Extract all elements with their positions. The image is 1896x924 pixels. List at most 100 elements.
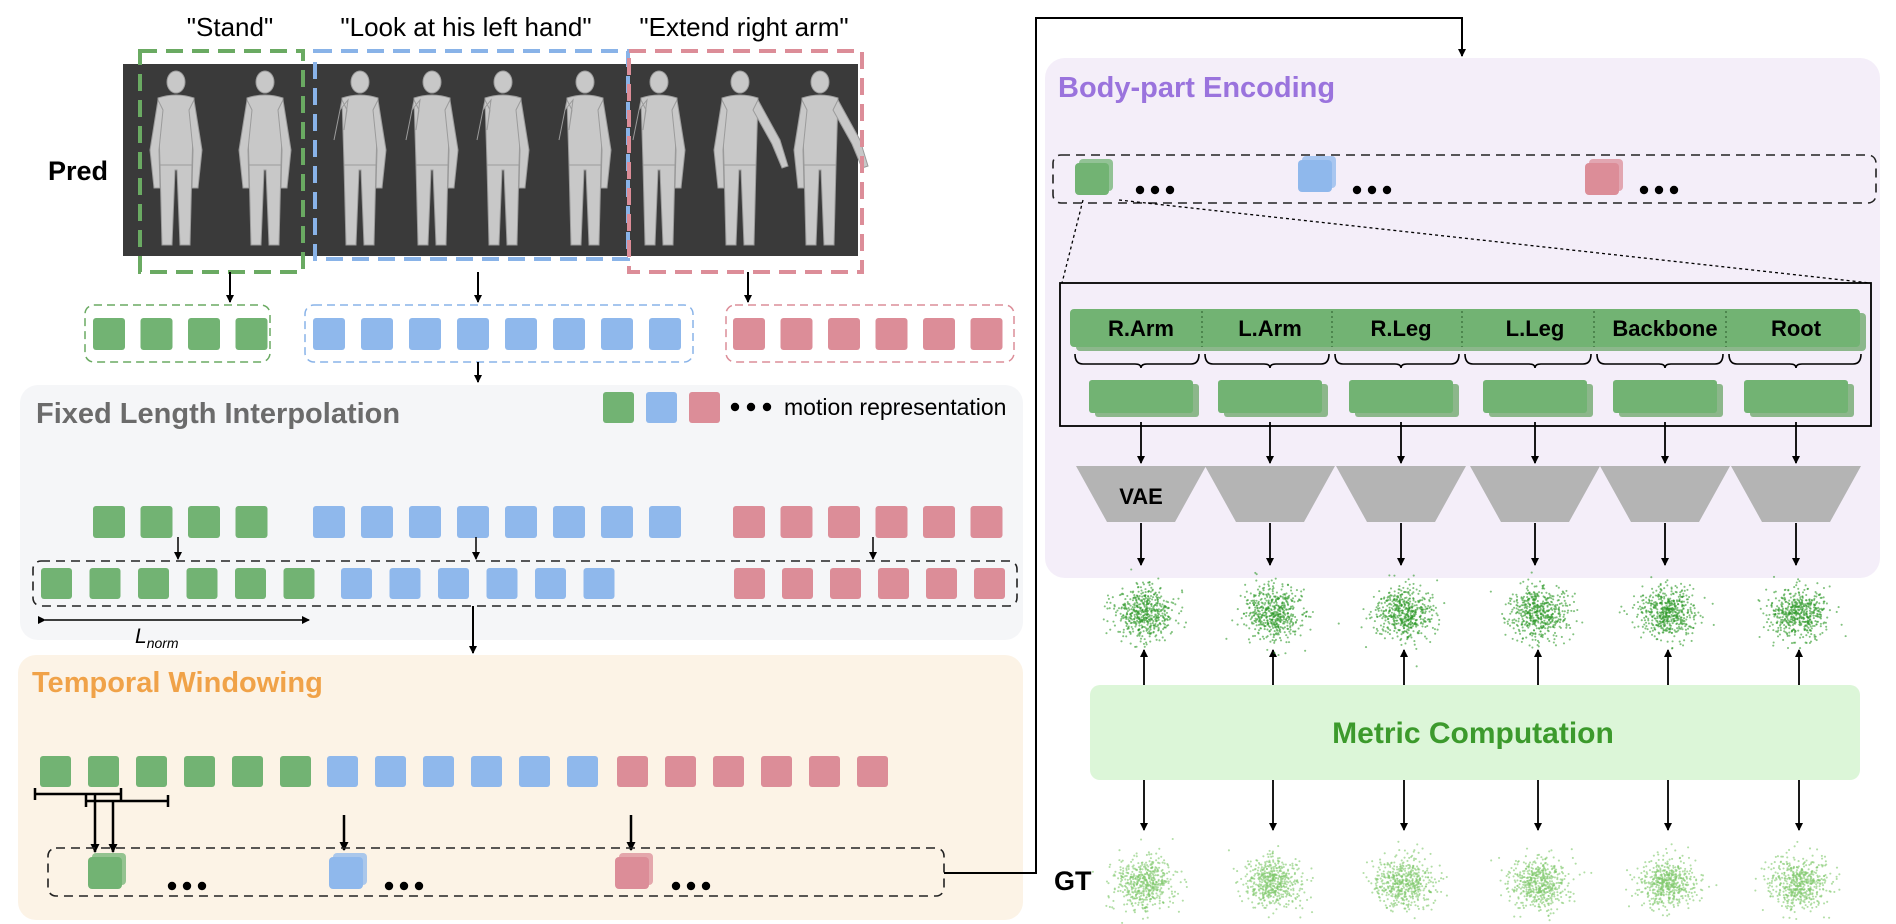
latent-point xyxy=(1537,591,1541,594)
latent-point xyxy=(1516,595,1519,598)
latent-point xyxy=(1514,867,1518,870)
latent-point xyxy=(1377,866,1380,869)
latent-point xyxy=(1535,867,1538,870)
latent-point xyxy=(1430,608,1433,611)
latent-point xyxy=(1424,605,1427,608)
latent-point xyxy=(1139,609,1142,613)
latent-point xyxy=(1167,905,1170,909)
latent-point xyxy=(1152,608,1155,611)
motion-token-red xyxy=(923,318,955,350)
latent-point xyxy=(1391,876,1394,879)
latent-point xyxy=(1409,871,1413,874)
latent-point xyxy=(1542,624,1545,627)
latent-point xyxy=(1529,633,1532,636)
latent-point xyxy=(1265,613,1268,616)
motion-token-green xyxy=(235,318,268,350)
latent-point xyxy=(1254,621,1258,624)
latent-point xyxy=(1703,596,1706,599)
latent-point xyxy=(1131,895,1134,898)
latent-point xyxy=(1337,622,1340,625)
motion-token-green xyxy=(140,506,173,538)
motion-token-red xyxy=(828,318,860,350)
latent-point xyxy=(1686,627,1690,630)
latent-point xyxy=(1422,611,1425,614)
latent-point xyxy=(1370,882,1373,885)
latent-point xyxy=(1549,892,1552,895)
latent-point xyxy=(1567,609,1570,612)
latent-point xyxy=(1298,599,1301,602)
latent-point xyxy=(1279,897,1282,900)
latent-point xyxy=(1265,615,1268,618)
latent-point xyxy=(1136,595,1139,598)
latent-point xyxy=(1154,618,1157,621)
latent-point xyxy=(1645,601,1648,604)
latent-point xyxy=(1248,602,1252,605)
latent-point xyxy=(1259,627,1262,630)
latent-point xyxy=(1245,890,1248,893)
figure-left-arm xyxy=(713,98,728,189)
latent-point xyxy=(1271,888,1274,891)
latent-point xyxy=(1544,905,1547,908)
latent-point xyxy=(1130,881,1133,884)
latent-point xyxy=(1679,593,1682,596)
latent-point xyxy=(1678,611,1681,614)
latent-point xyxy=(1431,881,1435,884)
latent-point xyxy=(1126,899,1129,902)
latent-point xyxy=(1531,638,1534,641)
latent-point xyxy=(1388,595,1391,598)
latent-point xyxy=(1296,893,1299,896)
latent-point xyxy=(1291,883,1294,886)
latent-point xyxy=(1528,624,1531,627)
latent-point xyxy=(1506,882,1509,885)
latent-point xyxy=(1310,867,1313,870)
latent-point xyxy=(1248,614,1251,617)
latent-point xyxy=(1641,585,1644,588)
latent-point xyxy=(1266,853,1269,856)
latent-point xyxy=(1548,873,1551,876)
encoding-input-blue xyxy=(1298,160,1332,192)
latent-point xyxy=(1679,609,1682,612)
latent-point xyxy=(1367,880,1370,883)
gt-latent-cloud xyxy=(1227,845,1314,919)
latent-point xyxy=(1532,629,1535,632)
latent-point xyxy=(1381,875,1384,878)
latent-point xyxy=(1122,635,1125,638)
latent-point xyxy=(1169,900,1172,903)
latent-point xyxy=(1183,626,1186,629)
latent-point xyxy=(1126,878,1129,881)
latent-point xyxy=(1522,861,1525,864)
latent-point xyxy=(1249,860,1252,863)
latent-point xyxy=(1294,615,1297,618)
latent-point xyxy=(1125,607,1128,610)
latent-point xyxy=(1552,595,1555,598)
latent-point xyxy=(1417,874,1420,877)
latent-point xyxy=(1157,618,1160,621)
latent-point xyxy=(1287,903,1290,906)
latent-point xyxy=(1245,882,1248,885)
latent-point xyxy=(1559,618,1562,621)
latent-point xyxy=(1283,905,1286,908)
pred-latent-cloud xyxy=(1225,571,1314,657)
caption-look-left-hand: "Look at his left hand" xyxy=(340,12,591,42)
window-feature-green xyxy=(88,857,122,889)
latent-point xyxy=(1670,607,1673,610)
latent-point xyxy=(1163,617,1166,620)
latent-point xyxy=(1527,578,1530,581)
latent-point xyxy=(1396,896,1399,899)
latent-point xyxy=(1383,852,1386,855)
latent-point xyxy=(1273,639,1276,642)
window-token-blue xyxy=(567,756,598,787)
latent-point xyxy=(1590,871,1593,874)
latent-point xyxy=(1392,905,1395,908)
latent-point xyxy=(1225,637,1228,640)
latent-point xyxy=(1535,612,1538,615)
latent-point xyxy=(1551,618,1554,621)
latent-point xyxy=(1656,621,1659,624)
latent-point xyxy=(1445,875,1448,879)
latent-point xyxy=(1539,622,1542,625)
latent-point xyxy=(1132,621,1135,624)
latent-point xyxy=(1416,632,1419,635)
latent-point xyxy=(1538,580,1542,583)
latent-point xyxy=(1679,620,1683,623)
latent-point xyxy=(1413,871,1416,875)
